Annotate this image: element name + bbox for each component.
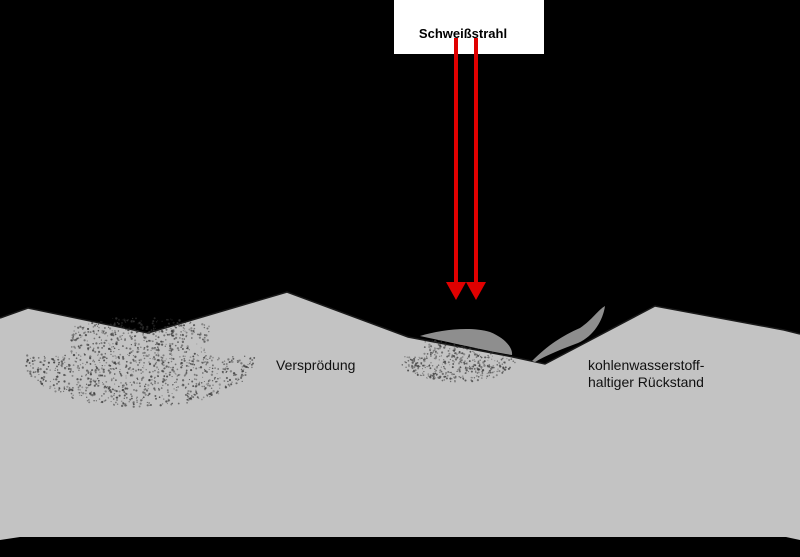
residue-label-line1: kohlenwasserstoff-: [588, 357, 705, 373]
residue-deposit-right: [532, 306, 605, 362]
embrittlement-zone-left: [25, 317, 256, 408]
residue-label-line2: haltiger Rückstand: [588, 374, 704, 390]
material-cross-section: [0, 292, 800, 540]
beam-arrowhead-right: [466, 282, 486, 300]
beam-label-box: [394, 0, 544, 54]
embrittlement-label: Versprödung: [276, 357, 355, 373]
residue-deposit-left: [420, 329, 513, 355]
beam-label: Schweißstrahl: [419, 26, 507, 41]
beam-arrowhead-left: [446, 282, 466, 300]
